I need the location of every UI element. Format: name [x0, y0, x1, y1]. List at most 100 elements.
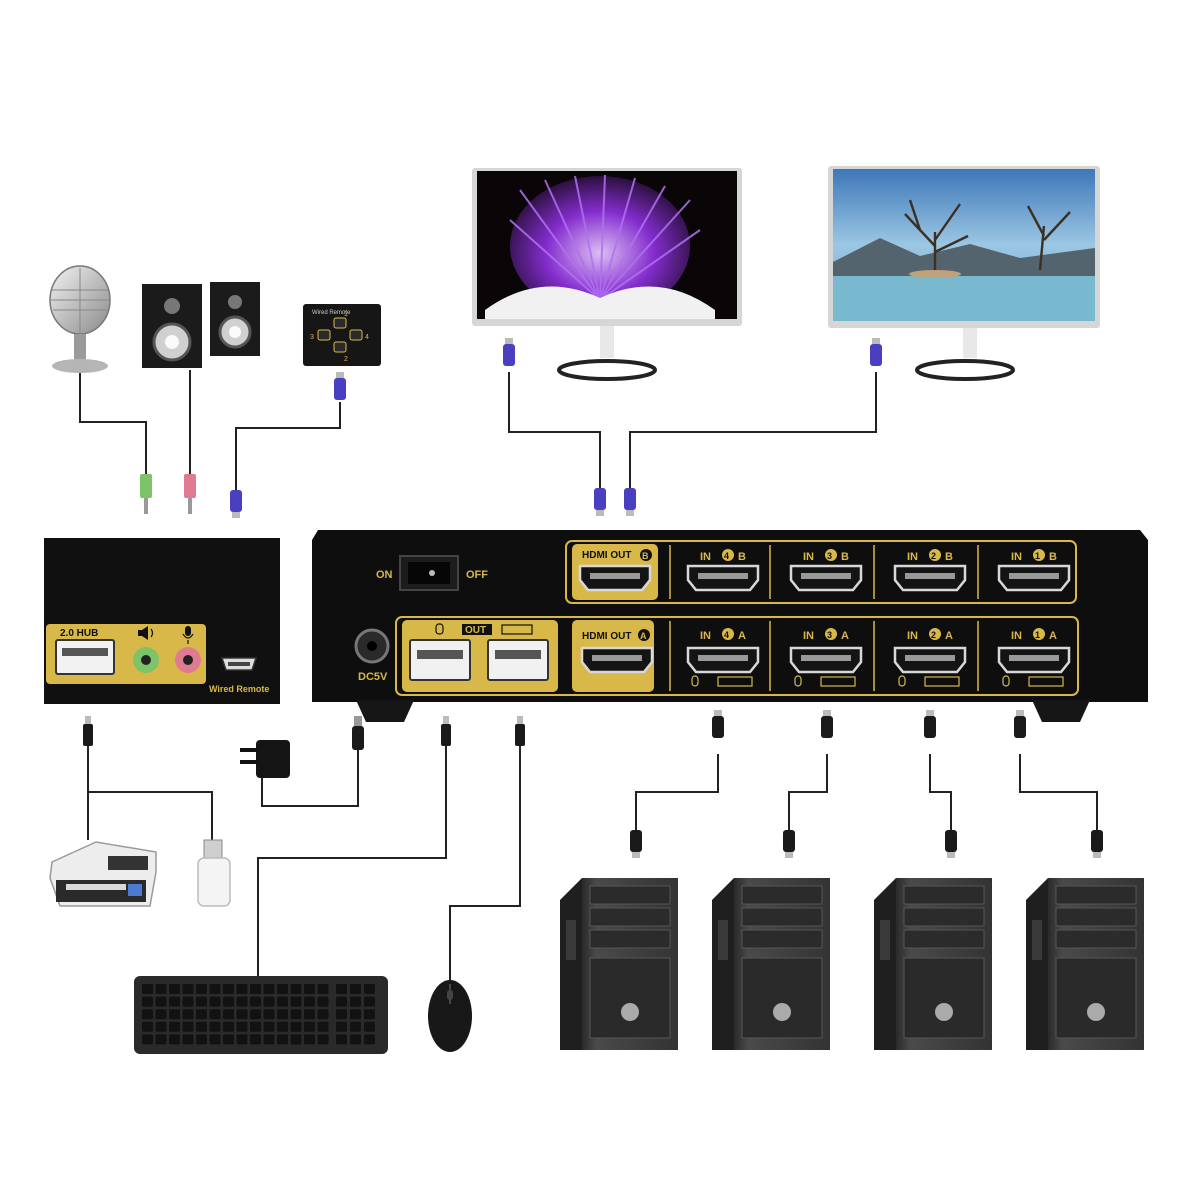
input-label-in4b: IN 4 B — [700, 549, 746, 563]
in2a-prefix: IN — [907, 630, 918, 642]
hub-usb-port[interactable] — [55, 639, 115, 675]
hdmi-in-a-port-4[interactable] — [686, 646, 760, 674]
usb-out-port-keyboard[interactable] — [487, 639, 549, 681]
input-label-in3b: IN 3 B — [803, 549, 849, 563]
power-cable — [261, 748, 359, 807]
mouse-port-icon — [435, 623, 444, 635]
mic-port-icon — [182, 626, 194, 644]
monitor-icon — [828, 166, 1100, 381]
input-label-in2b: IN 2 B — [907, 549, 953, 563]
mic-cable — [79, 370, 147, 474]
pc3-cable — [929, 754, 952, 830]
hdmi-plug-pc-2 — [783, 830, 795, 858]
in2b-num: 2 — [931, 551, 936, 561]
hub-label: 2.0 HUB — [60, 628, 98, 639]
remote-key-4 — [349, 329, 363, 341]
input-label-in1a: IN 1 A — [1011, 628, 1057, 642]
pc4-cable — [1019, 754, 1098, 830]
remote-key-1 — [333, 317, 347, 329]
hdmi-plug-out-a — [624, 488, 636, 516]
wired-remote-icon: Wired Remote 1 2 3 4 — [303, 304, 381, 366]
hdmi-out-b-label: HDMI OUT — [582, 550, 631, 561]
hdmi-in-a-port-1[interactable] — [997, 646, 1071, 674]
hdmi-plug-pc-4 — [1091, 830, 1103, 858]
mouse-cable — [449, 742, 521, 982]
connectors — [83, 338, 1103, 858]
hdmi-plug-pc-1 — [630, 830, 642, 858]
usb-port-icons-4 — [691, 675, 753, 687]
front-panel: 2.0 HUB Wired Remote — [44, 538, 280, 704]
in1b-prefix: IN — [1011, 551, 1022, 563]
hdmi-plug-switch-3 — [924, 710, 936, 738]
input-label-in2a: IN 2 A — [907, 628, 953, 642]
input-label-in4a: IN 4 A — [700, 628, 746, 642]
remote-key-2 — [333, 341, 347, 353]
usb-out-port-mouse[interactable] — [409, 639, 471, 681]
usb-out-label: OUT — [465, 625, 486, 636]
hdmi-plug-switch-1 — [712, 710, 724, 738]
in3a-num: 3 — [827, 630, 832, 640]
hdmi-ports — [578, 564, 1071, 687]
in2b-suffix: B — [945, 551, 953, 563]
remote-key-label-3: 3 — [310, 334, 314, 341]
remote-key-label-2: 2 — [344, 356, 348, 363]
hdmi-out-b-badge: B — [642, 551, 649, 561]
hdmi-plug-monitor1 — [503, 338, 515, 366]
kvm-switch-back-panel: ON OFF DC5V OUT HDMI OUT B HDMI OUT A — [312, 530, 1148, 722]
cables — [79, 370, 1098, 982]
mic-plug — [140, 474, 152, 514]
hdmi-out-b-port[interactable] — [578, 564, 652, 592]
in4b-suffix: B — [738, 551, 746, 563]
in3a-prefix: IN — [803, 630, 814, 642]
pc-tower-icon — [1026, 878, 1144, 1050]
hdmi-in-b-port-2[interactable] — [893, 564, 967, 592]
speaker-plug — [184, 474, 196, 514]
hdmi-plug-switch-2 — [821, 710, 833, 738]
pc-towers — [560, 878, 1144, 1050]
printer-link — [88, 791, 213, 840]
in1b-suffix: B — [1049, 551, 1057, 563]
remote-plug-bottom — [230, 490, 242, 518]
hdmi-in-a-port-3[interactable] — [789, 646, 863, 674]
in1b-num: 1 — [1035, 551, 1040, 561]
hdmi-plug-monitor2 — [870, 338, 882, 366]
monitor-icon — [472, 168, 742, 381]
in4b-num: 4 — [724, 551, 729, 561]
in4a-suffix: A — [738, 630, 746, 642]
power-off-label: OFF — [466, 569, 488, 581]
hdmi-in-b-port-3[interactable] — [789, 564, 863, 592]
hdmi-in-b-port-4[interactable] — [686, 564, 760, 592]
power-adapter-icon — [240, 740, 290, 778]
in1a-prefix: IN — [1011, 630, 1022, 642]
in2a-num: 2 — [931, 630, 936, 640]
mouse-icon — [428, 980, 472, 1052]
printer-icon — [49, 841, 157, 907]
usb-port-icons-2 — [898, 675, 960, 687]
port-dividers — [669, 545, 979, 691]
hdmi-plug-out-b — [594, 488, 606, 516]
pc-tower-icon — [712, 878, 830, 1050]
remote-cable — [235, 402, 341, 490]
pc1-cable — [635, 754, 719, 830]
usb-port-icons-3 — [794, 675, 856, 687]
remote-key-3 — [317, 329, 331, 341]
hdmi-in-a-port-2[interactable] — [893, 646, 967, 674]
input-label-in3a: IN 3 A — [803, 628, 849, 642]
in3a-suffix: A — [841, 630, 849, 642]
usb-port-icons-1 — [1002, 675, 1064, 687]
in2b-prefix: IN — [907, 551, 918, 563]
in2a-suffix: A — [945, 630, 953, 642]
remote-title: Wired Remote — [312, 310, 351, 316]
hdmi-out-a-port[interactable] — [580, 646, 654, 674]
usb-plug-hub — [83, 716, 93, 746]
hdmi-in-b-port-1[interactable] — [997, 564, 1071, 592]
pc-tower-icon — [560, 878, 678, 1050]
in1a-suffix: A — [1049, 630, 1057, 642]
hdmi-out-a-label: HDMI OUT — [582, 631, 631, 642]
monitor2-cable — [629, 372, 877, 488]
dc-plug — [352, 716, 364, 750]
pc2-cable — [788, 754, 828, 830]
speaker-port-icon — [138, 626, 154, 640]
hdmi-out-a-badge: A — [640, 631, 647, 641]
usb-plug-mouse — [515, 716, 525, 746]
